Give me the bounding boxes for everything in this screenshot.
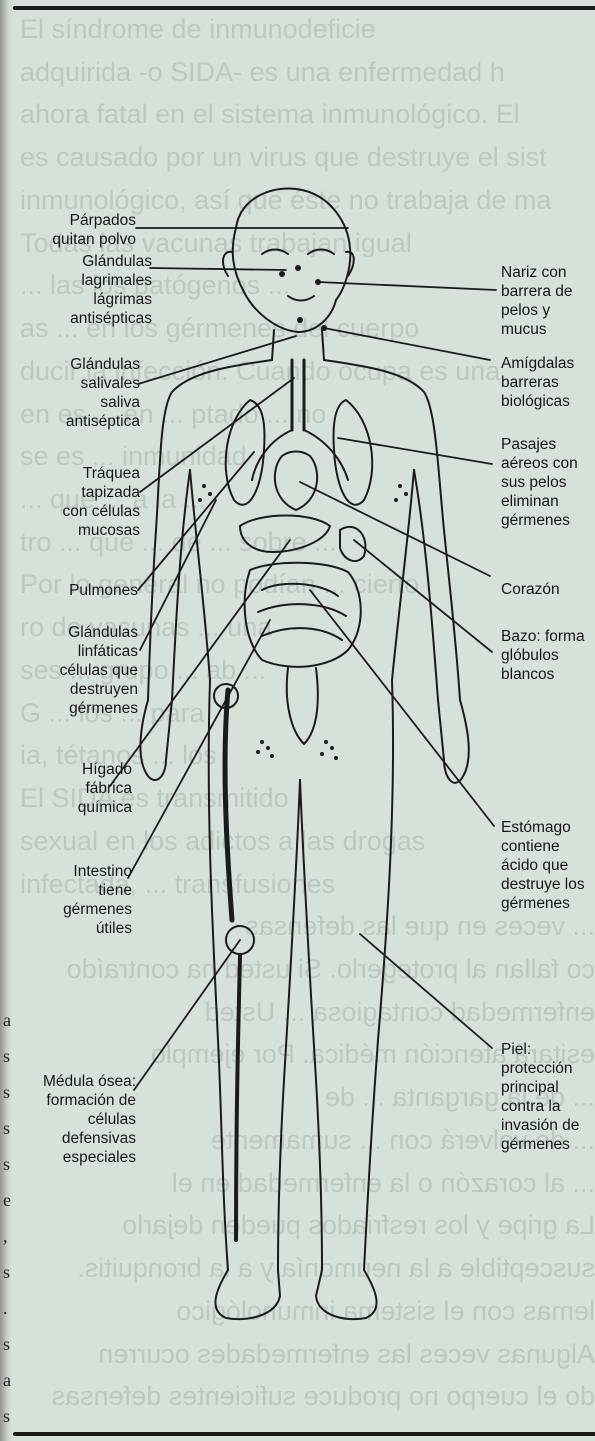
label-heart-text: Corazón [501, 581, 560, 598]
label-trachea: Tráquea tapizada con células mucosas [20, 464, 140, 540]
label-tonsils: Amígdalas barreras biológicas [501, 354, 595, 411]
label-bone-marrow: Médula ósea: formación de células defens… [2, 1072, 136, 1167]
right-leg-inner [300, 780, 322, 1270]
bladder [287, 668, 318, 744]
column-fragment: . [3, 1298, 8, 1319]
right-leader-lines [300, 282, 496, 1048]
left-leg-inner [278, 780, 300, 1270]
femur [225, 690, 232, 920]
label-liver: Hígado fábrica química [20, 760, 132, 817]
label-trachea-text: Tráquea tapizada con células mucosas [62, 465, 140, 539]
neck [272, 330, 324, 360]
label-tear-glands: Glándulas lagrimales lágrimas antiséptic… [20, 252, 152, 328]
label-spleen-text: Bazo: forma glóbulos blancos [501, 628, 585, 683]
column-fragment: s [3, 1046, 10, 1067]
column-fragment: a [3, 1370, 11, 1391]
label-stomach: Estómago contiene ácido que destruye los… [501, 818, 595, 913]
label-salivary-glands-text: Glándulas salivales saliva antiséptica [66, 356, 140, 430]
eyes [262, 250, 334, 255]
right-lung [334, 400, 373, 505]
label-intestine-text: Intestino tiene gérmenes útiles [63, 863, 132, 937]
tibia [236, 956, 240, 1240]
column-fragment: a [3, 1010, 11, 1031]
lymph-node-dots [198, 265, 408, 760]
label-skin: Piel: protección principal contra la inv… [501, 1040, 595, 1154]
column-fragment: s [3, 1118, 10, 1139]
label-spleen: Bazo: forma glóbulos blancos [501, 627, 595, 684]
label-salivary-glands: Glándulas salivales saliva antiséptica [20, 355, 140, 431]
label-eyelids: Párpados quitan polvo [20, 211, 136, 249]
right-leg-outer [364, 680, 393, 1270]
trachea [292, 360, 304, 430]
column-fragment: s [3, 1334, 10, 1355]
label-skin-text: Piel: protección principal contra la inv… [501, 1041, 579, 1153]
left-hand [140, 700, 172, 780]
label-airways: Pasajes aéreos con sus pelos eliminan gé… [501, 435, 595, 530]
left-lung [226, 400, 265, 505]
heart [275, 452, 317, 511]
column-fragment: s [3, 1082, 10, 1103]
label-tear-glands-text: Glándulas lagrimales lágrimas antiséptic… [70, 253, 152, 327]
label-heart: Corazón [501, 580, 595, 599]
label-liver-text: Hígado fábrica química [78, 761, 132, 816]
spleen-stomach [340, 527, 365, 561]
column-fragment: s [3, 1262, 10, 1283]
right-hand [438, 700, 469, 783]
right-arm-outer [324, 360, 460, 700]
intestine-folds [258, 584, 346, 640]
mouth [288, 296, 314, 301]
left-foot [215, 1270, 280, 1319]
label-tonsils-text: Amígdalas barreras biológicas [501, 355, 574, 410]
label-bone-marrow-text: Médula ósea: formación de células defens… [43, 1073, 136, 1166]
label-lymph-glands: Glándulas linfáticas células que destruy… [20, 623, 138, 718]
label-intestine: Intestino tiene gérmenes útiles [20, 862, 132, 938]
label-eyelids-text: Párpados quitan polvo [52, 212, 136, 248]
label-nose: Nariz con barrera de pelos y mucus [501, 263, 595, 339]
label-nose-text: Nariz con barrera de pelos y mucus [501, 264, 573, 338]
label-lungs: Pulmones [20, 581, 138, 600]
column-fragment: , [3, 1226, 8, 1247]
left-leader-lines [110, 228, 348, 1090]
label-lymph-glands-text: Glándulas linfáticas células que destruy… [60, 624, 138, 717]
column-fragment: s [3, 1406, 10, 1427]
right-foot [316, 1270, 377, 1319]
label-lungs-text: Pulmones [69, 582, 138, 599]
torso-sides [190, 470, 414, 680]
face-outline [233, 228, 336, 332]
label-stomach-text: Estómago contiene ácido que destruye los… [501, 819, 585, 912]
ears [223, 252, 354, 276]
label-airways-text: Pasajes aéreos con sus pelos eliminan gé… [501, 436, 578, 529]
column-fragment: s [3, 1154, 10, 1175]
column-fragment: e [3, 1190, 11, 1211]
